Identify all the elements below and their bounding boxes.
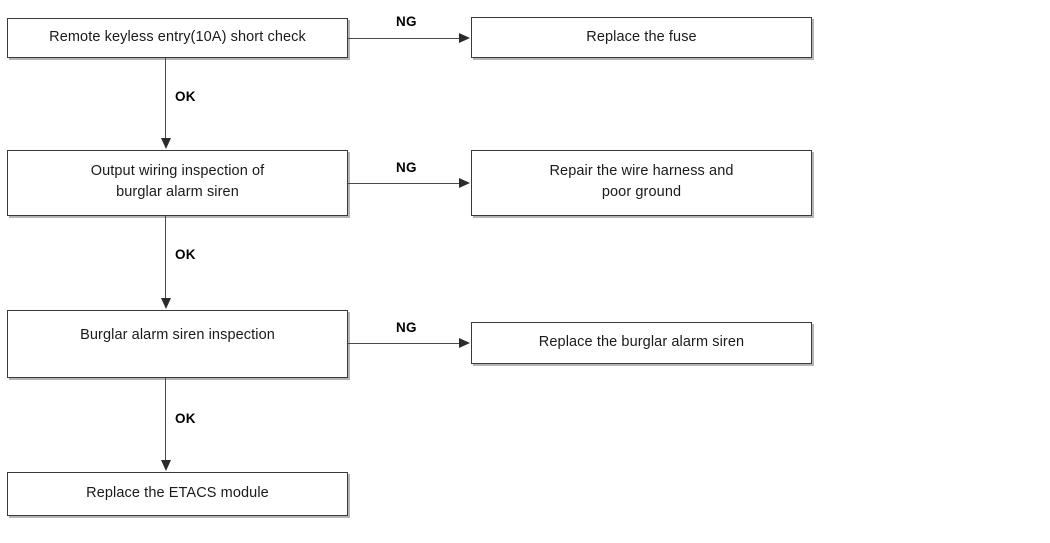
node-label: Replace the burglar alarm siren [538,334,745,351]
node-label: Replace the fuse [586,28,697,45]
edge-label-ok-2: OK [175,247,196,262]
node-burglar-alarm-siren-inspection[interactable]: Burglar alarm siren inspection [7,310,348,378]
edge-arrowhead-ng-3 [459,338,470,348]
node-label: Output wiring inspection of burglar alar… [90,162,265,200]
edge-label-ok-3: OK [175,411,196,426]
node-label: Burglar alarm siren inspection [80,327,275,344]
edge-label-ng-2: NG [396,160,417,175]
node-output-wiring-inspection[interactable]: Output wiring inspection of burglar alar… [7,150,348,216]
edge-arrowhead-ng-2 [459,178,470,188]
node-replace-etacs-module[interactable]: Replace the ETACS module [7,472,348,516]
edge-line-ok-1 [165,58,166,139]
edge-line-ng-1 [348,38,461,39]
edge-label-ng-3: NG [396,320,417,335]
edge-arrowhead-ng-1 [459,33,470,43]
edge-line-ok-2 [165,216,166,299]
edge-line-ok-3 [165,378,166,461]
edge-arrowhead-ok-1 [161,138,171,149]
edge-line-ng-3 [348,343,461,344]
edge-label-ng-1: NG [396,14,417,29]
node-label: Repair the wire harness and poor ground [549,162,734,200]
node-repair-wire-harness[interactable]: Repair the wire harness and poor ground [471,150,812,216]
edge-arrowhead-ok-2 [161,298,171,309]
edge-arrowhead-ok-3 [161,460,171,471]
node-replace-burglar-alarm-siren[interactable]: Replace the burglar alarm siren [471,322,812,364]
node-label: Replace the ETACS module [86,485,269,502]
node-remote-keyless-entry-check[interactable]: Remote keyless entry(10A) short check [7,18,348,58]
node-label: Remote keyless entry(10A) short check [49,29,306,46]
edge-label-ok-1: OK [175,89,196,104]
edge-line-ng-2 [348,183,461,184]
node-replace-the-fuse[interactable]: Replace the fuse [471,17,812,58]
